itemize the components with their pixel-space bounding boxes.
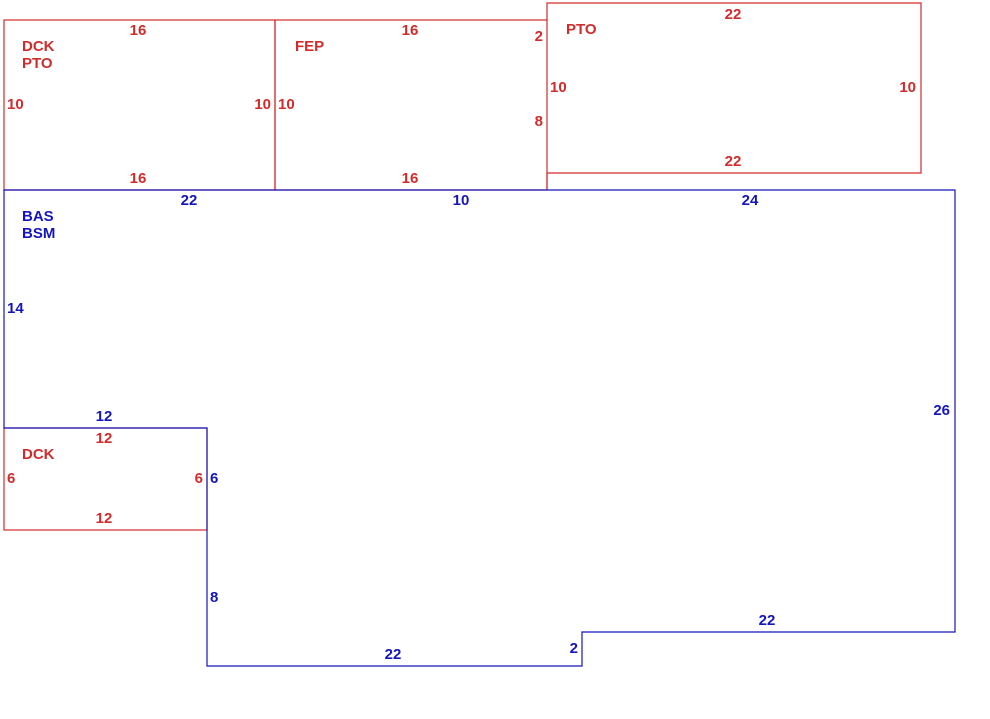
bas-bottom-left-dimension: 22 <box>385 646 402 663</box>
bas-code-1: BAS <box>22 208 54 225</box>
fep-left-dimension: 10 <box>278 96 295 113</box>
dck-right-dimension: 6 <box>195 470 203 487</box>
pto-bottom-dimension: 22 <box>725 153 742 170</box>
bas-top-right-dimension: 24 <box>742 192 759 209</box>
bas-outline <box>3 189 956 667</box>
bas-right-dimension: 26 <box>933 402 950 419</box>
dck-pto-code-1: DCK <box>22 38 55 55</box>
dck-code: DCK <box>22 446 55 463</box>
fep-code: FEP <box>295 38 324 55</box>
dck-left-dimension: 6 <box>7 470 15 487</box>
pto-outline <box>546 2 922 190</box>
bas-top-left-dimension: 22 <box>181 192 198 209</box>
pto-left-dimension: 10 <box>550 79 567 96</box>
dck-pto-bottom-dimension: 16 <box>130 170 147 187</box>
bas-bottom-right-dimension: 22 <box>759 612 776 629</box>
pto-top-dimension: 22 <box>725 6 742 23</box>
dck-pto-top-dimension: 16 <box>130 22 147 39</box>
bas-code-2: BSM <box>22 225 55 242</box>
dck-bottom-dimension: 12 <box>96 510 113 527</box>
pto-jog-long-dimension: 8 <box>535 113 543 130</box>
bas-step-dimension: 2 <box>570 640 578 657</box>
fep-bottom-dimension: 16 <box>402 170 419 187</box>
pto-right-dimension: 10 <box>899 79 916 96</box>
bas-left-dimension: 14 <box>7 300 24 317</box>
pto-jog-short-dimension: 2 <box>535 28 543 45</box>
bas-notch-top-dimension: 12 <box>96 408 113 425</box>
fep-top-dimension: 16 <box>402 22 419 39</box>
dck-top-dimension: 12 <box>96 430 113 447</box>
bas-top-mid-dimension: 10 <box>453 192 470 209</box>
dck-pto-right-dimension: 10 <box>254 96 271 113</box>
dck-pto-left-dimension: 10 <box>7 96 24 113</box>
bas-lower-left-dimension: 8 <box>210 589 218 606</box>
dck-pto-code-2: PTO <box>22 55 53 72</box>
bas-notch-side-dimension: 6 <box>210 470 218 487</box>
pto-code: PTO <box>566 21 597 38</box>
